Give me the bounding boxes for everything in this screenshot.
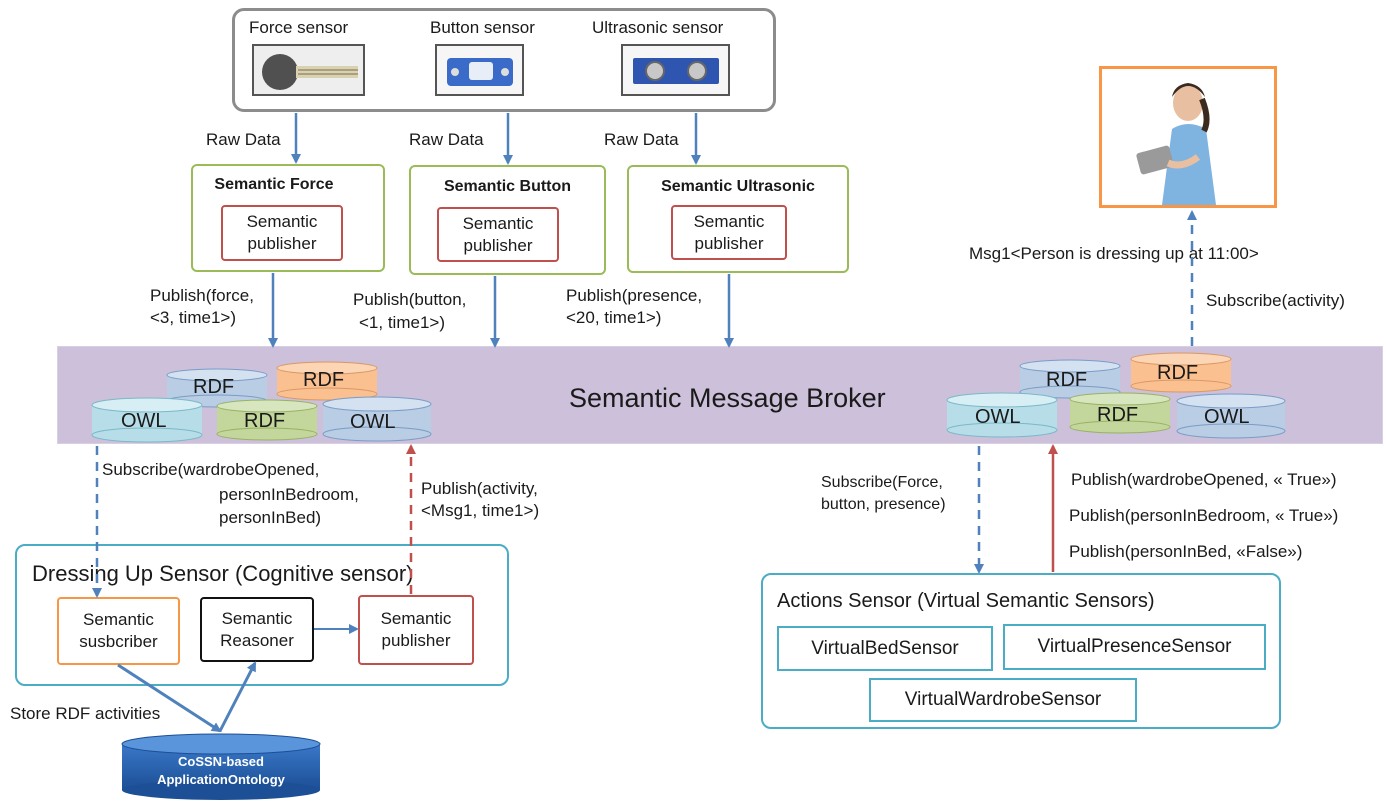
rdf-cylinder-6 [1069, 392, 1171, 434]
publish-button-l1: Publish(button, [353, 290, 467, 309]
semantic-force-title: Semantic Force [214, 176, 334, 193]
application-ontology-database [121, 733, 321, 800]
rdf-cylinder-1 [166, 368, 268, 408]
msg1-label: Msg1<Person is dressing up at 11:00> [969, 244, 1259, 263]
publisher-line1: Semantic [462, 213, 534, 233]
rdf-label-6: RDF [1097, 404, 1139, 426]
publish-wardrobe-label: Publish(wardrobeOpened, « True») [1071, 470, 1337, 489]
publisher-line1: Semantic [380, 609, 452, 628]
dressing-up-title: Dressing Up Sensor (Cognitive sensor) [32, 561, 414, 586]
subscribe-wardrobe-l3: personInBed) [219, 508, 322, 527]
publisher-line1: Semantic [246, 212, 318, 231]
owl-cylinder-4 [1176, 393, 1286, 439]
raw-data-button-label: Raw Data [409, 130, 484, 149]
owl-cylinder-1 [91, 397, 203, 443]
button-sensor-image [435, 44, 524, 96]
publisher-line2: publisher [694, 233, 764, 253]
publish-activity-l2: <Msg1, time1>) [421, 501, 540, 520]
owl-label-4: OWL [1204, 406, 1250, 428]
reasoner-line2: Reasoner [220, 630, 294, 650]
rdf-label-1: RDF [193, 376, 235, 398]
broker-title: Semantic Message Broker [569, 383, 886, 413]
rdf-label-5: RDF [1157, 362, 1199, 384]
rdf-label-3: RDF [244, 410, 286, 432]
semantic-ultrasonic-title: Semantic Ultrasonic [661, 178, 815, 195]
publish-bedroom-label: Publish(personInBedroom, « True») [1069, 506, 1339, 525]
subscribe-wardrobe-l2: personInBedroom, [219, 485, 359, 504]
store-rdf-label: Store RDF activities [10, 704, 161, 723]
publisher-line2: publisher [463, 235, 533, 255]
rdf-label-4: RDF [1046, 369, 1088, 391]
publish-force-l2: <3, time1>) [150, 308, 236, 327]
force-sensor-image [252, 44, 365, 96]
semantic-force-publisher: Semantic publisher [221, 205, 343, 261]
button-sensor-label: Button sensor [430, 18, 535, 37]
publish-activity-l1: Publish(activity, [421, 479, 538, 498]
owl-cylinder-2 [322, 396, 432, 442]
rdf-cylinder-5 [1130, 352, 1232, 393]
virtual-wardrobe-sensor: VirtualWardrobeSensor [869, 678, 1137, 722]
publish-presence-l1: Publish(presence, [566, 286, 703, 305]
semantic-button-title: Semantic Button [443, 178, 572, 195]
rdf-label-2: RDF [303, 369, 345, 391]
reasoner-line1: Semantic [221, 608, 293, 628]
publish-button-l2: <1, time1>) [359, 313, 445, 332]
owl-cylinder-3 [946, 392, 1058, 438]
publish-presence-l2: <20, time1>) [566, 308, 662, 327]
subscribe-force-l2: button, presence) [821, 496, 946, 513]
subscribe-wardrobe-l1: Subscribe(wardrobeOpened, [102, 460, 320, 479]
store-arrow [117, 663, 222, 733]
publisher-line2: publisher [381, 631, 451, 650]
subscriber-line1: Semantic [83, 610, 154, 629]
subscribe-activity-label: Subscribe(activity) [1206, 291, 1345, 310]
semantic-publisher-box: Semantic publisher [358, 595, 474, 665]
force-sensor-label: Force sensor [249, 18, 349, 37]
publisher-line2: publisher [247, 234, 317, 253]
publish-force-l1: Publish(force, [150, 286, 254, 305]
ultrasonic-sensor-image [621, 44, 730, 96]
subscribe-force-l1: Subscribe(Force, [821, 474, 943, 491]
actions-sensor-title: Actions Sensor (Virtual Semantic Sensors… [777, 590, 1155, 612]
owl-label-1: OWL [121, 410, 167, 432]
semantic-subscriber-box: Semantic susbcriber [57, 597, 180, 665]
raw-data-force-label: Raw Data [206, 130, 281, 149]
virtual-bed-sensor: VirtualBedSensor [777, 626, 993, 671]
publish-bed-label: Publish(personInBed, «False») [1069, 542, 1303, 561]
db-label-line1: CoSSN-based [178, 754, 264, 769]
owl-label-2: OWL [350, 411, 396, 433]
raw-data-ultrasonic-label: Raw Data [604, 130, 679, 149]
owl-label-3: OWL [975, 406, 1021, 428]
subscriber-line2: susbcriber [79, 632, 158, 651]
ultrasonic-sensor-label: Ultrasonic sensor [592, 18, 724, 37]
reasoner-query-arrow [218, 661, 257, 732]
rdf-cylinder-2 [276, 361, 378, 401]
caregiver-image [1099, 66, 1277, 208]
virtual-presence-sensor: VirtualPresenceSensor [1003, 624, 1266, 670]
publisher-line1: Semantic [693, 211, 765, 231]
rdf-cylinder-3 [216, 399, 318, 441]
db-label-line2: ApplicationOntology [157, 772, 285, 787]
